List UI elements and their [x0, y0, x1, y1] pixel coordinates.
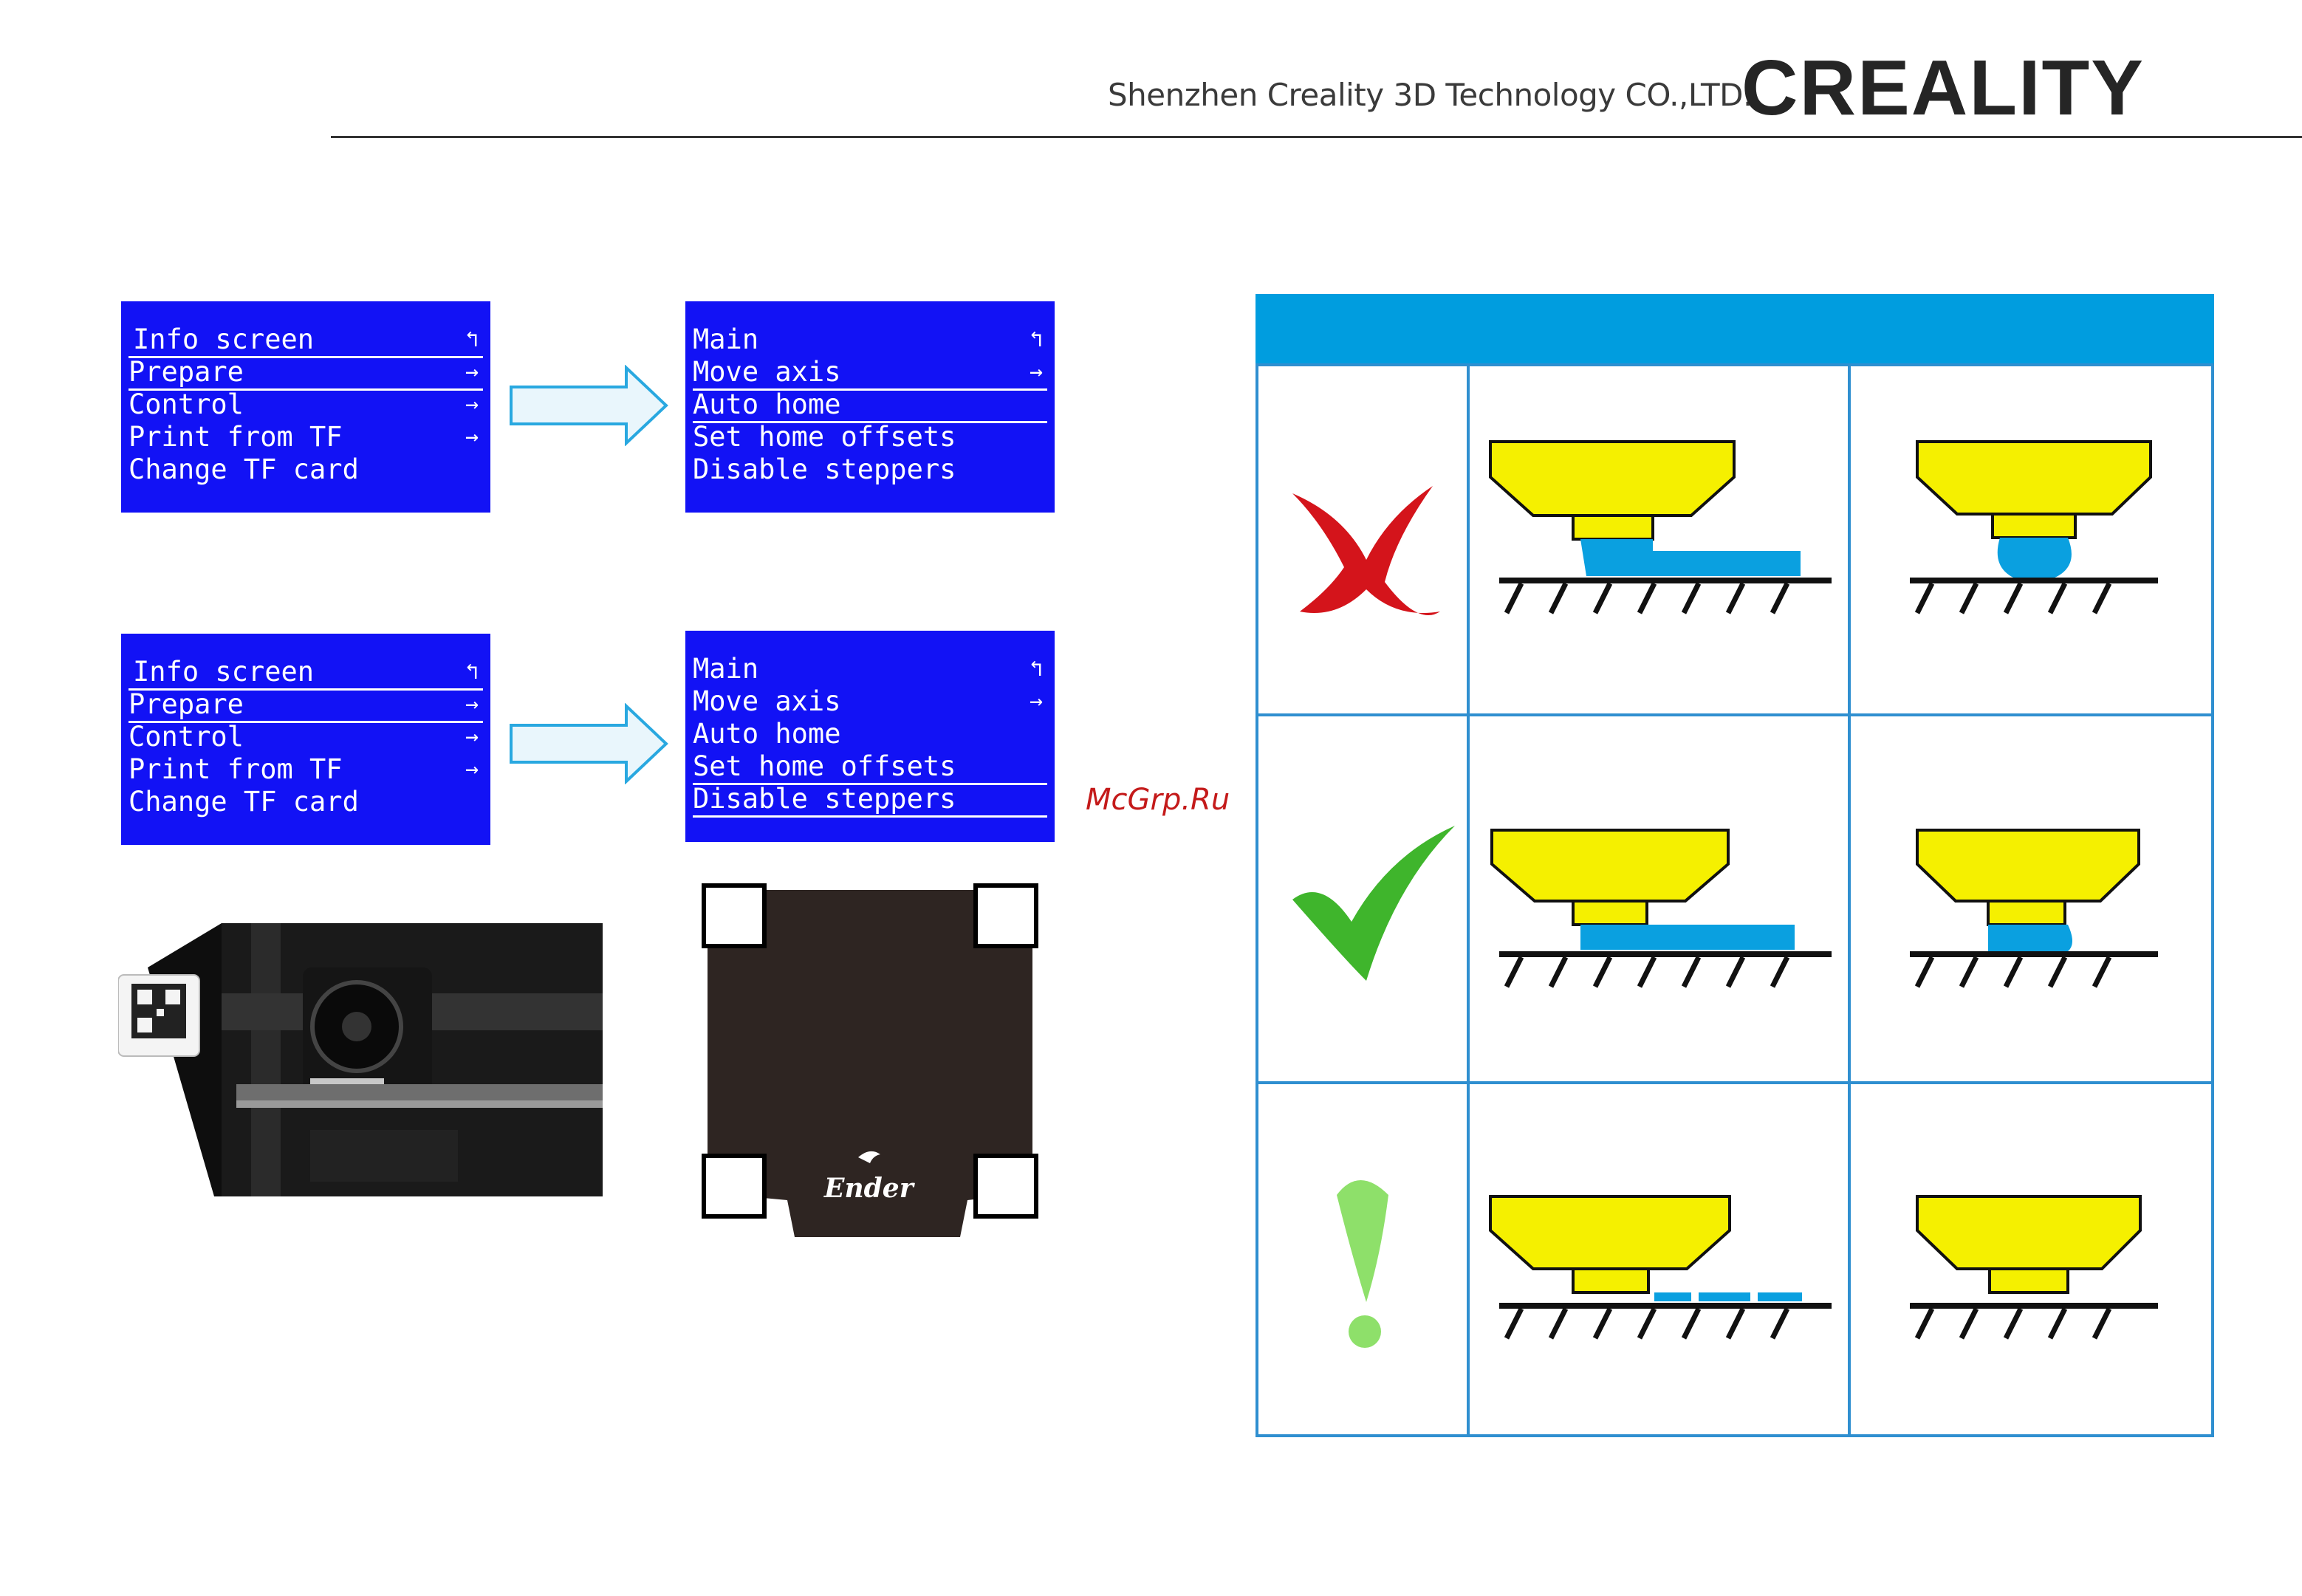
menu-item: Change TF card: [129, 453, 359, 485]
menu-item: Prepare→: [129, 688, 483, 723]
lcd-screen-prepare-menu: Main↰ Move axis→ Auto home Set home offs…: [685, 301, 1055, 513]
corner-marker: [702, 1154, 767, 1219]
menu-item: Print from TF→: [129, 753, 479, 785]
lcd-screen-main-menu: Info screen↰ Prepare→ Control→ Print fro…: [121, 301, 490, 513]
menu-item: Prepare→: [129, 356, 483, 391]
menu-item: Change TF card: [129, 786, 359, 818]
corner-marker: [973, 1154, 1038, 1219]
check-icon: [1292, 826, 1455, 981]
nozzle-correct-diagram: [1490, 829, 1832, 988]
corner-marker: [702, 883, 767, 948]
menu-item: Auto home: [693, 718, 841, 750]
menu-item: Print from TF→: [129, 421, 479, 453]
flow-arrow-icon: [510, 365, 668, 446]
menu-item: Info screen↰: [129, 656, 483, 691]
menu-item: Main↰: [693, 653, 1043, 685]
menu-item: Move axis→: [693, 356, 1047, 391]
menu-item: Move axis→: [693, 685, 1043, 717]
nozzle-too-far-side-diagram: [1910, 1195, 2158, 1340]
creality-logo: CREALITY: [1741, 44, 2145, 131]
cross-icon: [1292, 486, 1440, 615]
ground-hatch: [1499, 578, 1832, 614]
lcd-screen-prepare-menu: Main↰ Move axis→ Auto home Set home offs…: [685, 631, 1055, 842]
company-name: Shenzhen Creality 3D Technology CO.,LTD.: [1108, 77, 1753, 113]
exclamation-icon: [1337, 1180, 1388, 1348]
header-divider: [331, 136, 2302, 138]
nozzle-too-far-diagram: [1489, 1195, 1832, 1340]
menu-item: Disable steppers: [693, 453, 956, 485]
table-header: [1256, 294, 2214, 365]
menu-item-selected: Disable steppers: [693, 783, 1047, 818]
menu-item: Control→: [129, 721, 479, 753]
nozzle-correct-side-diagram: [1910, 829, 2158, 988]
menu-item: Info screen↰: [129, 323, 483, 358]
ender-brand-label: Ender: [824, 1173, 914, 1204]
leveling-reference-table: [1256, 363, 2214, 1437]
menu-item-selected: Auto home: [693, 388, 1047, 423]
menu-item: Set home offsets: [693, 421, 956, 453]
build-plate-diagram: [702, 883, 1038, 1237]
menu-item: Control→: [129, 388, 479, 420]
nozzle-too-close-side-diagram: [1910, 440, 2158, 614]
printer-hotend-photo: [118, 923, 603, 1196]
lcd-screen-main-menu: Info screen↰ Prepare→ Control→ Print fro…: [121, 634, 490, 845]
menu-item: Main↰: [693, 323, 1043, 355]
flow-arrow-icon: [510, 703, 668, 784]
nozzle-too-close-diagram: [1489, 440, 1801, 576]
menu-item: Set home offsets: [693, 750, 1047, 785]
corner-marker: [973, 883, 1038, 948]
watermark: McGrp.Ru: [1086, 783, 1230, 817]
